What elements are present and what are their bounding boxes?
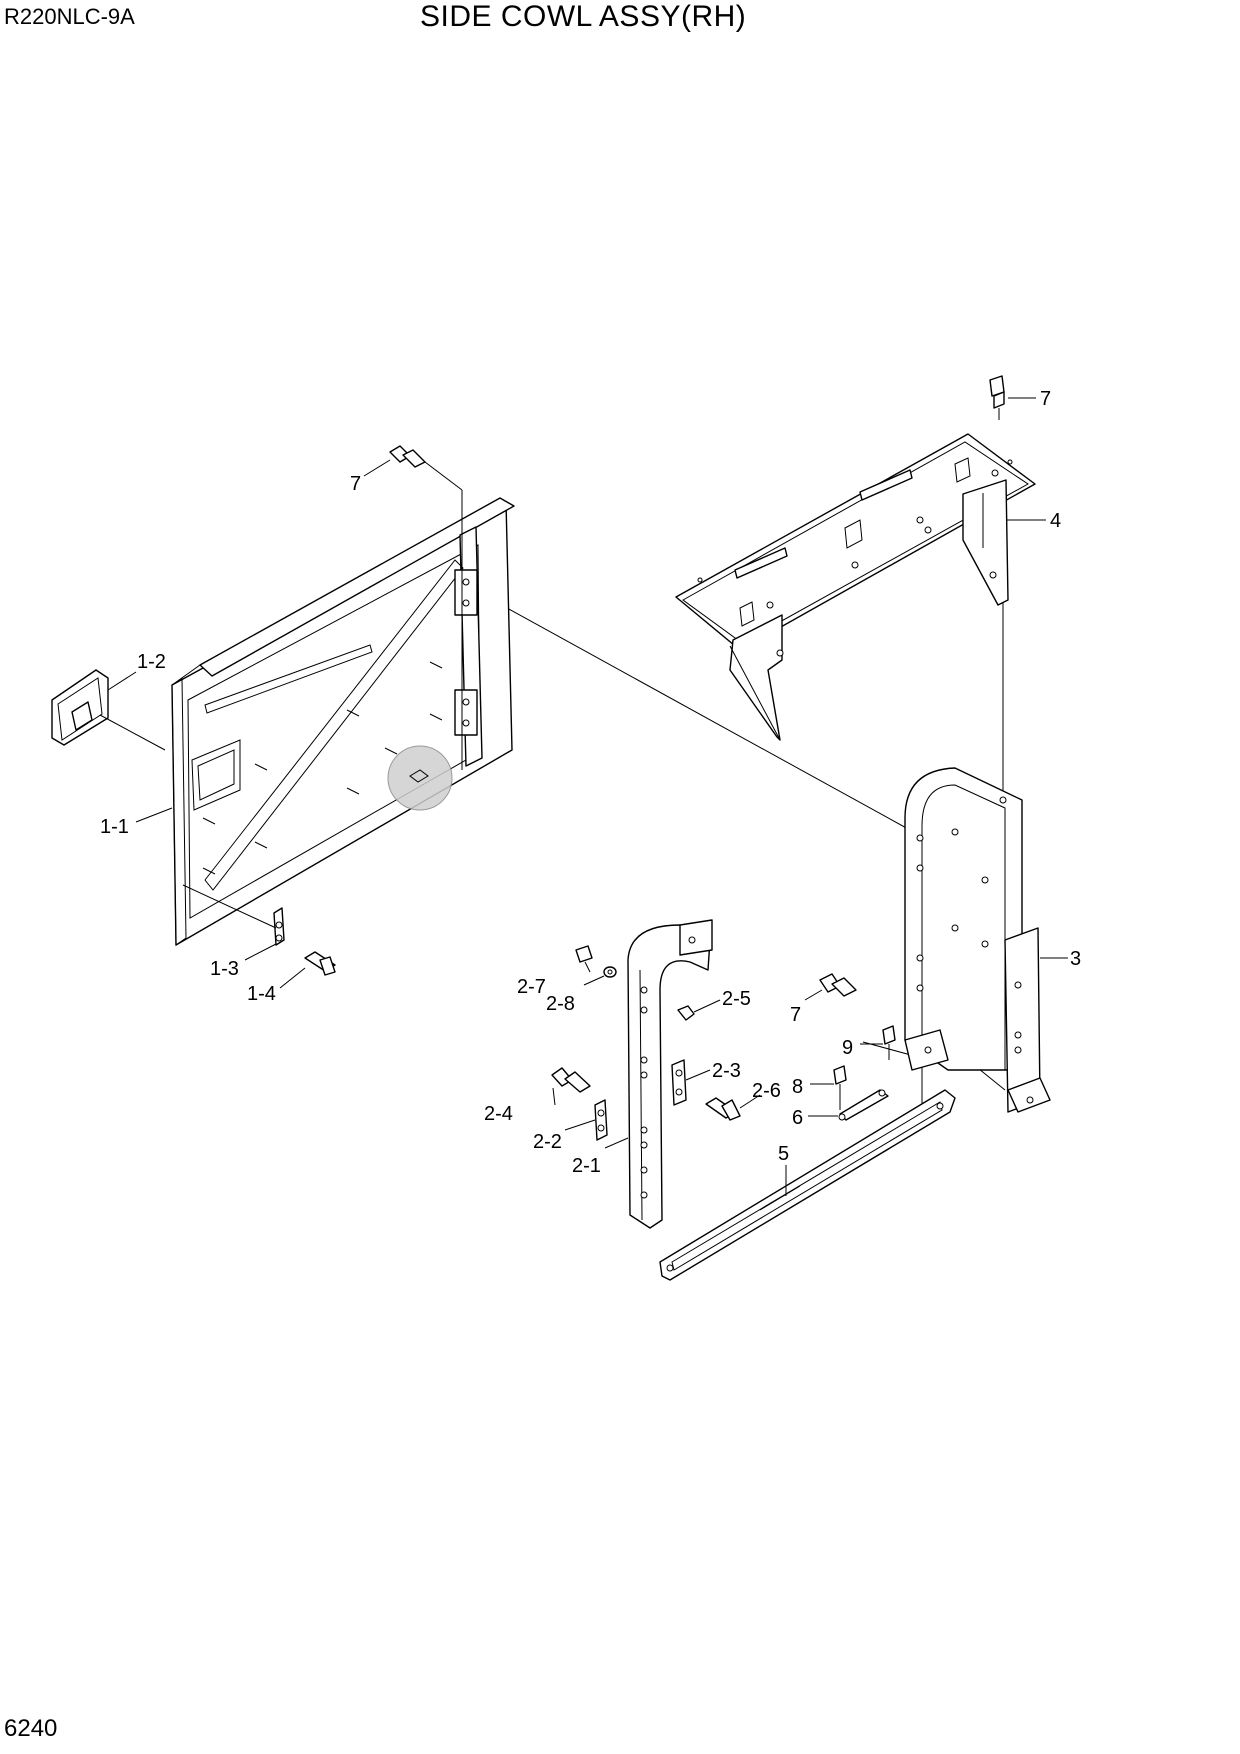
highlight-circle: [387, 745, 453, 811]
part-2-8-washer: [583, 966, 617, 986]
callout-labels: 7 4 7 1-2 1-1 3 1-3 1-4 2-7 2-8 2-5 7 9 …: [100, 388, 1081, 1177]
part-2-2-bracket: [564, 1099, 608, 1141]
callout-1-3: 1-3: [210, 958, 239, 980]
part-1-1-cowl-door: [171, 497, 515, 946]
leader-lines: [107, 459, 1046, 989]
callout-9: 9: [842, 1037, 853, 1059]
part-5-lower-rail: [659, 1089, 956, 1281]
callout-1-4: 1-4: [247, 983, 276, 1005]
part-6-latch-striker: [808, 1089, 889, 1121]
callout-7-middle: 7: [790, 1004, 801, 1026]
callout-2-8: 2-8: [546, 993, 575, 1015]
part-1-2-latch-cover: [51, 669, 166, 751]
part-7-bolt-middle-right: [804, 973, 857, 1001]
part-4-upper-bracket: [675, 433, 1036, 741]
page-number: 6240: [4, 1715, 58, 1742]
part-2-5-nut: [677, 999, 721, 1021]
model-number: R220NLC-9A: [4, 4, 135, 29]
panel-studs: [202, 661, 443, 875]
part-2-1-front-strap: [604, 919, 713, 1229]
part-7-bolt-upper-left: [389, 445, 463, 770]
callout-8: 8: [792, 1076, 803, 1098]
part-8-bolt: [810, 1065, 847, 1110]
callout-2-1: 2-1: [572, 1155, 601, 1177]
callout-6: 6: [792, 1107, 803, 1129]
callout-7-upper-left: 7: [350, 473, 361, 495]
callout-1-1: 1-1: [100, 816, 129, 838]
callout-2-3: 2-3: [712, 1060, 741, 1082]
part-3-vertical-post: [904, 767, 1068, 1113]
part-1-4-bolt: [304, 951, 336, 976]
callout-7-top: 7: [1040, 388, 1051, 410]
part-2-3-bracket: [671, 1059, 711, 1106]
callout-2-6: 2-6: [752, 1080, 781, 1102]
callout-1-2: 1-2: [137, 651, 166, 673]
diagram-title: SIDE COWL ASSY(RH): [420, 0, 747, 33]
part-2-7-bolt: [575, 945, 593, 973]
callout-5: 5: [778, 1143, 789, 1165]
callout-2-4: 2-4: [484, 1103, 513, 1125]
callout-2-7: 2-7: [517, 976, 546, 998]
part-7-bolt-top: [989, 375, 1036, 420]
part-2-4-bolts: [551, 1067, 591, 1106]
callout-2-5: 2-5: [722, 988, 751, 1010]
callout-3: 3: [1070, 948, 1081, 970]
callout-2-2: 2-2: [533, 1131, 562, 1153]
part-9-bolt: [860, 1025, 896, 1060]
part-2-6-bolt: [705, 1094, 761, 1121]
callout-4: 4: [1050, 510, 1061, 532]
part-1-3-bracket: [182, 884, 285, 946]
